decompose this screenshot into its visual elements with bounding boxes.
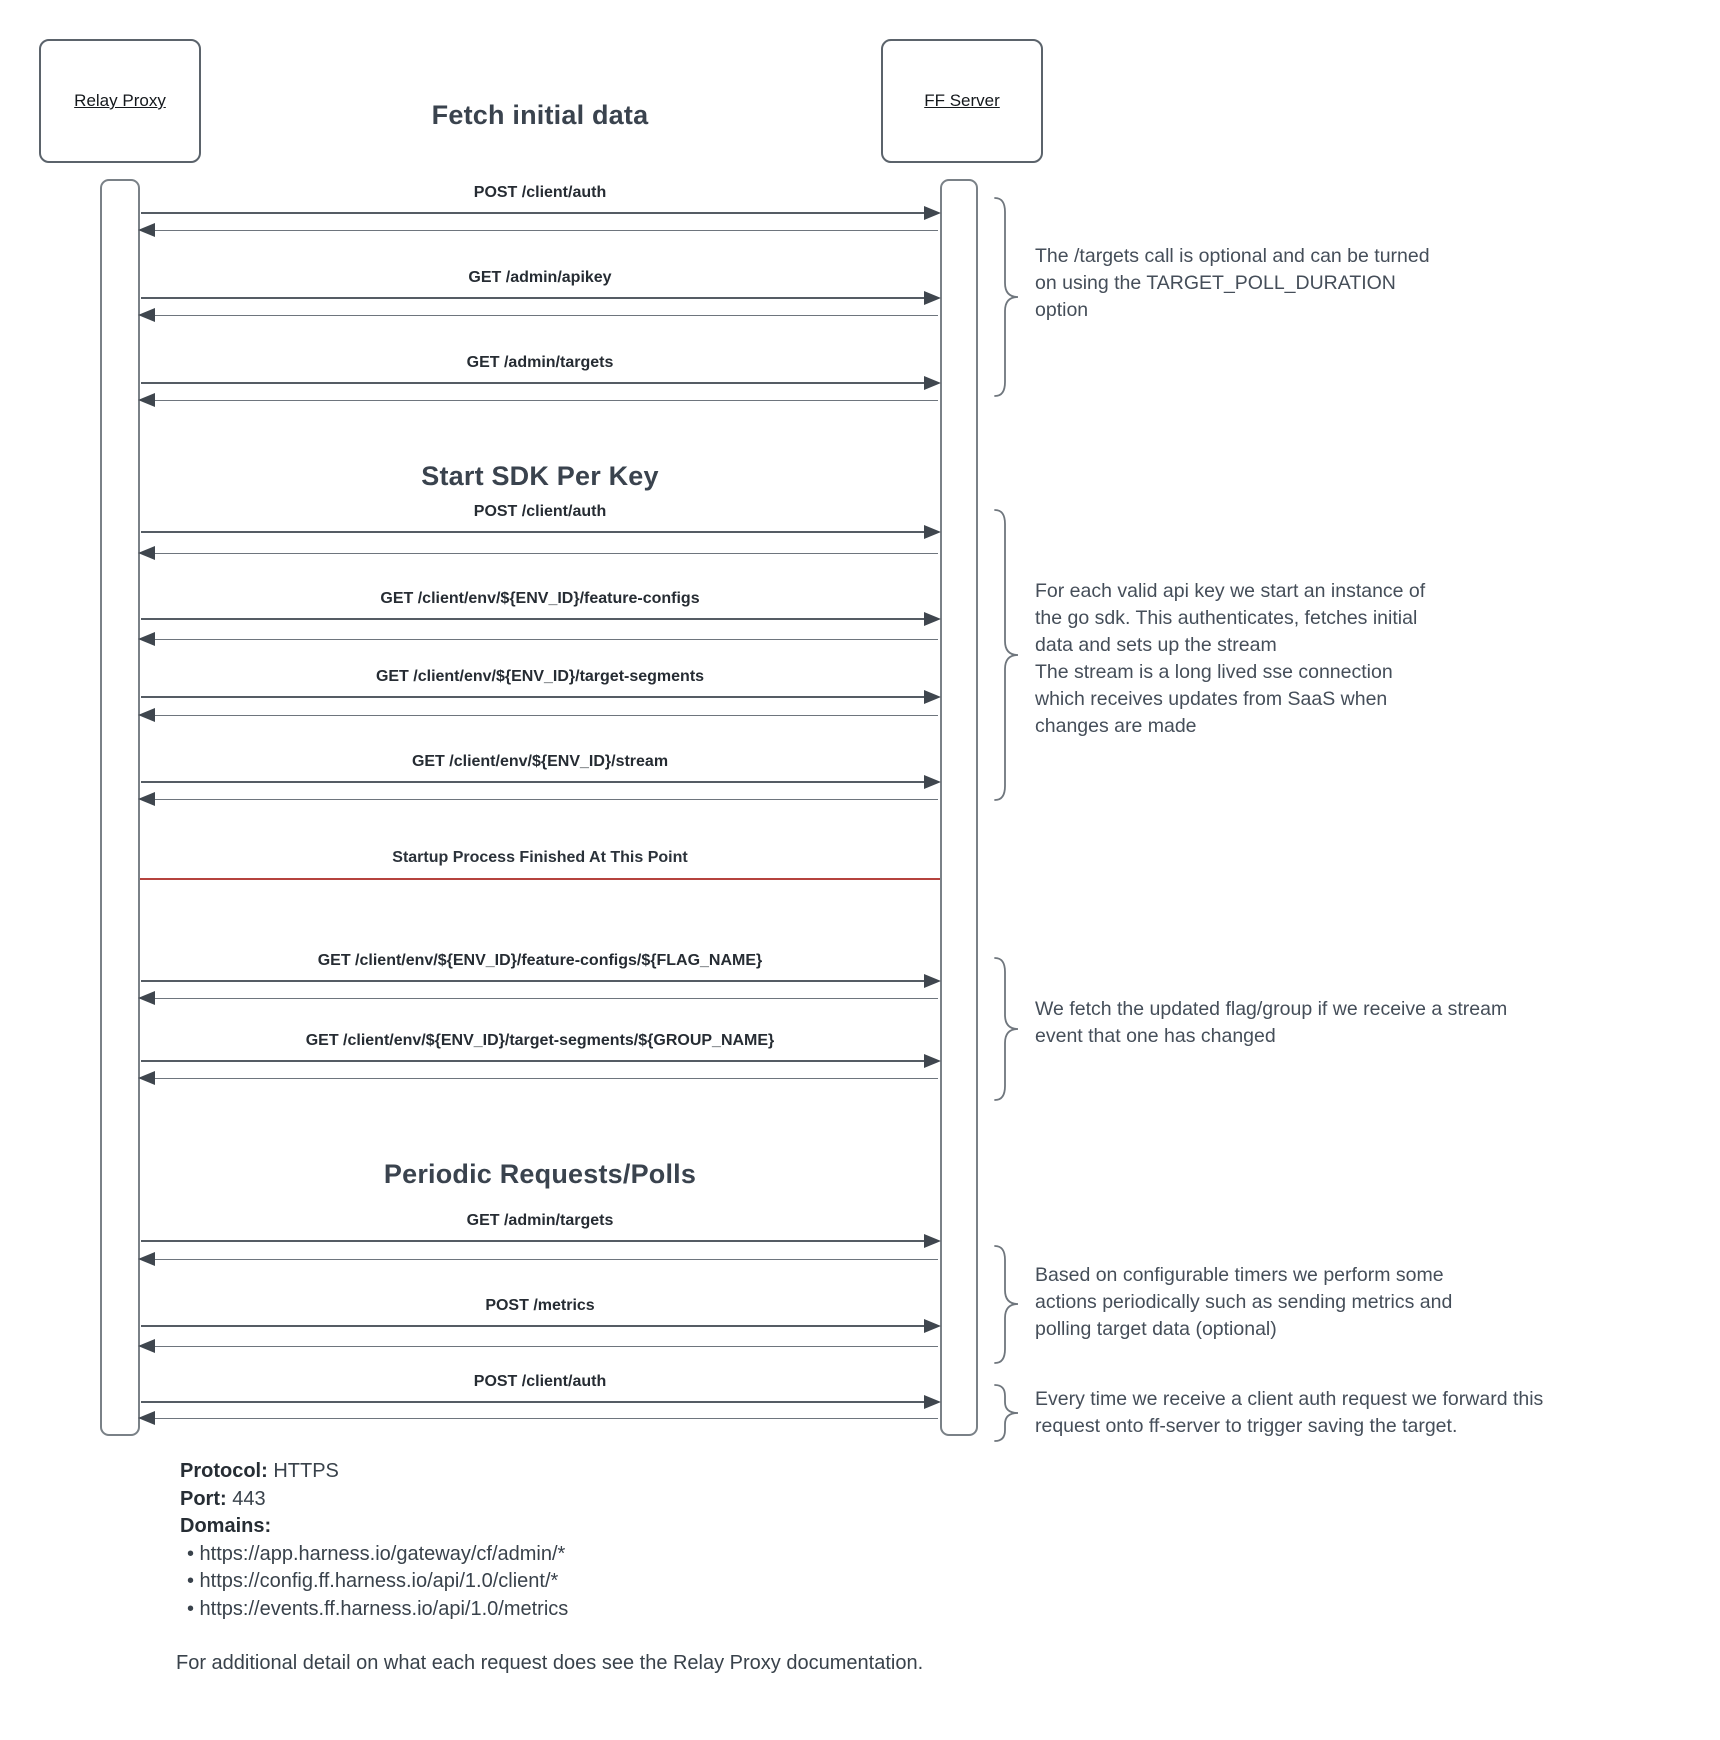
message-label: GET /client/env/${ENV_ID}/stream [411, 753, 669, 770]
footer-port: Port: 443 [180, 1486, 568, 1514]
request-arrow [141, 376, 941, 390]
annotation-client-auth-forward: Every time we receive a client auth requ… [1035, 1386, 1543, 1440]
response-arrow [138, 223, 938, 237]
response-arrow [138, 632, 938, 646]
message-label: GET /client/env/${ENV_ID}/target-segment… [305, 1032, 775, 1049]
curly-brace [994, 1245, 1019, 1364]
startup-separator-label: Startup Process Finished At This Point [392, 849, 688, 866]
relay-proxy-lifeline [100, 179, 140, 1436]
relay-proxy-actor-box: Relay Proxy [39, 39, 201, 163]
ff-server-lifeline [940, 179, 978, 1436]
message-label: POST /client/auth [473, 1373, 607, 1390]
annotation-targets-optional: The /targets call is optional and can be… [1035, 243, 1430, 324]
request-arrow [141, 525, 941, 539]
startup-separator-line [140, 878, 940, 880]
curly-brace [994, 509, 1019, 801]
request-arrow [141, 1395, 941, 1409]
annotation-line: option [1035, 299, 1089, 321]
message-label: POST /client/auth [473, 503, 607, 520]
footer-protocol-value: HTTPS [273, 1460, 339, 1482]
section-title-periodic-requests: Periodic Requests/Polls [383, 1159, 697, 1189]
response-arrow [138, 308, 938, 322]
request-arrow [141, 206, 941, 220]
annotation-line: actions periodically such as sending met… [1035, 1291, 1453, 1313]
request-arrow [141, 690, 941, 704]
annotation-periodic-timers: Based on configurable timers we perform … [1035, 1262, 1452, 1343]
annotation-braces [994, 197, 1019, 1442]
request-arrow [141, 612, 941, 626]
message-label: GET /client/env/${ENV_ID}/target-segment… [375, 668, 705, 685]
annotation-sdk-instance: For each valid api key we start an insta… [1035, 578, 1425, 740]
message-label: POST /client/auth [473, 184, 607, 201]
request-arrow [141, 291, 941, 305]
response-arrow [138, 1071, 938, 1085]
response-arrow [138, 1252, 938, 1266]
message-label: GET /admin/apikey [468, 269, 612, 286]
message-label: POST /metrics [485, 1297, 595, 1314]
annotation-line: on using the TARGET_POLL_DURATION [1035, 272, 1396, 294]
response-arrow [138, 1339, 938, 1353]
annotation-line: request onto ff-server to trigger saving… [1035, 1415, 1458, 1437]
footer-domain-item: • https://app.harness.io/gateway/cf/admi… [187, 1542, 566, 1565]
curly-brace [994, 197, 1019, 397]
message-label: GET /client/env/${ENV_ID}/feature-config… [317, 952, 763, 969]
annotation-line: event that one has changed [1035, 1025, 1276, 1047]
relay-proxy-label: Relay Proxy [74, 91, 166, 110]
annotation-line: which receives updates from SaaS when [1035, 688, 1388, 710]
ff-server-label: FF Server [924, 91, 1000, 110]
response-arrow [138, 792, 938, 806]
footer-port-value: 443 [232, 1487, 266, 1510]
footer-protocol-label: Protocol: [180, 1460, 268, 1482]
annotation-line: For each valid api key we start an insta… [1035, 580, 1426, 602]
message-label: GET /client/env/${ENV_ID}/feature-config… [380, 590, 700, 607]
response-arrow [138, 991, 938, 1005]
annotation-line: the go sdk. This authenticates, fetches … [1035, 607, 1418, 629]
annotation-line: Every time we receive a client auth requ… [1035, 1388, 1544, 1410]
ff-server-actor-box: FF Server [881, 39, 1043, 163]
message-label: GET /admin/targets [466, 354, 614, 371]
section-title-fetch-initial-data: Fetch initial data [431, 100, 649, 130]
annotation-line: We fetch the updated flag/group if we re… [1035, 998, 1508, 1020]
request-arrow [141, 775, 941, 789]
footer-domain-item: • https://events.ff.harness.io/api/1.0/m… [187, 1597, 569, 1620]
request-arrow [141, 1319, 941, 1333]
footer-domain-item: • https://config.ff.harness.io/api/1.0/c… [187, 1570, 559, 1592]
response-arrow [138, 708, 938, 722]
request-arrow [141, 1054, 941, 1068]
response-arrow [138, 393, 938, 407]
annotation-line: changes are made [1035, 715, 1197, 737]
annotation-line: The /targets call is optional and can be… [1035, 245, 1430, 267]
connection-details: Protocol: HTTPS Port: 443 Domains: • htt… [180, 1458, 568, 1623]
annotation-line: polling target data (optional) [1035, 1318, 1277, 1340]
footer-note: For additional detail on what each reque… [176, 1652, 924, 1674]
annotation-fetch-updated: We fetch the updated flag/group if we re… [1035, 996, 1507, 1050]
curly-brace [994, 1384, 1019, 1442]
message-label: GET /admin/targets [466, 1212, 614, 1229]
response-arrow [138, 546, 938, 560]
annotation-line: Based on configurable timers we perform … [1035, 1264, 1444, 1286]
response-arrow [138, 1411, 938, 1425]
section-title-start-sdk-per-key: Start SDK Per Key [421, 461, 659, 491]
footer-port-label: Port: [180, 1487, 227, 1510]
request-arrow [141, 1234, 941, 1248]
annotation-line: data and sets up the stream [1035, 634, 1277, 656]
footer-domains-label: Domains: [180, 1515, 272, 1537]
footer-domain-list: • https://app.harness.io/gateway/cf/admi… [187, 1541, 568, 1624]
curly-brace [994, 957, 1019, 1101]
request-arrow [141, 974, 941, 988]
annotation-line: The stream is a long lived sse connectio… [1035, 661, 1393, 683]
footer-protocol: Protocol: HTTPS [180, 1458, 568, 1486]
